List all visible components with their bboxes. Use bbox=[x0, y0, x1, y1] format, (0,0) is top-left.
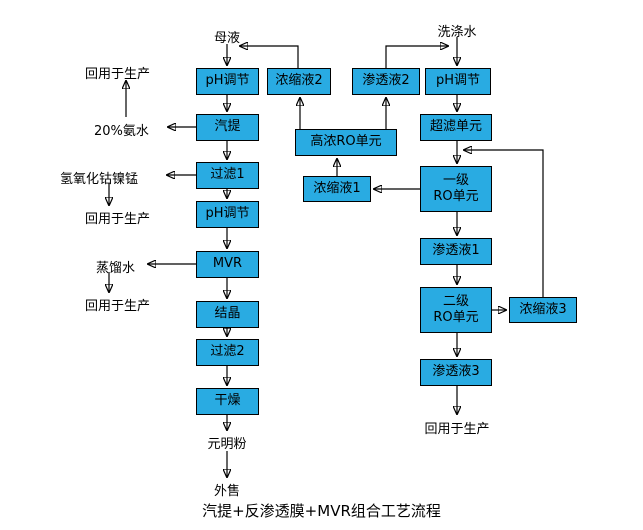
ro-stage1-line2: RO单元 bbox=[433, 189, 479, 204]
node-concentrate-3: 浓缩液3 bbox=[509, 297, 577, 323]
distilled-water-label: 蒸馏水 bbox=[96, 261, 136, 276]
node-permeate-3: 渗透液3 bbox=[420, 359, 492, 386]
sold-label: 外售 bbox=[213, 484, 240, 499]
ammonia-label: 20%氨水 bbox=[94, 124, 149, 139]
reuse-label-2: 回用于生产 bbox=[85, 212, 151, 227]
node-filter-2: 过滤2 bbox=[196, 339, 259, 366]
node-permeate-1: 渗透液1 bbox=[420, 238, 492, 265]
node-ph-adjust-2: pH调节 bbox=[196, 201, 259, 228]
arrow-permeate-2-to-wash-water-line bbox=[385, 46, 448, 68]
node-ph-adjust-right: pH调节 bbox=[425, 68, 491, 95]
ro-stage2-line1: 二级 bbox=[442, 293, 469, 309]
node-concentrate-1: 浓缩液1 bbox=[303, 176, 371, 202]
ro-stage2-line2: RO单元 bbox=[433, 310, 479, 325]
reuse-label-1: 回用于生产 bbox=[85, 67, 151, 82]
sodium-sulfate-label: 元明粉 bbox=[207, 437, 247, 452]
reuse-label-right: 回用于生产 bbox=[424, 422, 490, 437]
wash-water-label: 洗涤水 bbox=[437, 25, 477, 40]
node-mvr: MVR bbox=[196, 251, 259, 278]
arrow-concentrate-2-to-mother-liquor-line bbox=[240, 46, 299, 68]
diagram-title: 汽提+反渗透膜+MVR组合工艺流程 bbox=[202, 502, 441, 520]
node-crystallization: 结晶 bbox=[196, 301, 259, 328]
node-ro-stage1: 一级 RO单元 bbox=[420, 166, 492, 212]
node-ro-stage2: 二级 RO单元 bbox=[420, 287, 492, 333]
node-drying: 干燥 bbox=[196, 388, 259, 415]
node-high-conc-ro: 高浓RO单元 bbox=[295, 129, 397, 156]
reuse-label-3: 回用于生产 bbox=[85, 299, 151, 314]
node-permeate-2: 渗透液2 bbox=[352, 68, 420, 95]
node-concentrate-2: 浓缩液2 bbox=[267, 68, 331, 95]
ro-stage1-line1: 一级 bbox=[442, 172, 469, 188]
node-ultrafiltration: 超滤单元 bbox=[420, 114, 492, 141]
node-filter-1: 过滤1 bbox=[196, 162, 259, 189]
node-ph-adjust-1: pH调节 bbox=[196, 68, 259, 95]
mother-liquor-label: 母液 bbox=[213, 31, 240, 46]
hydroxide-label: 氢氧化钴镍锰 bbox=[60, 172, 139, 187]
node-stripping: 汽提 bbox=[196, 114, 259, 141]
